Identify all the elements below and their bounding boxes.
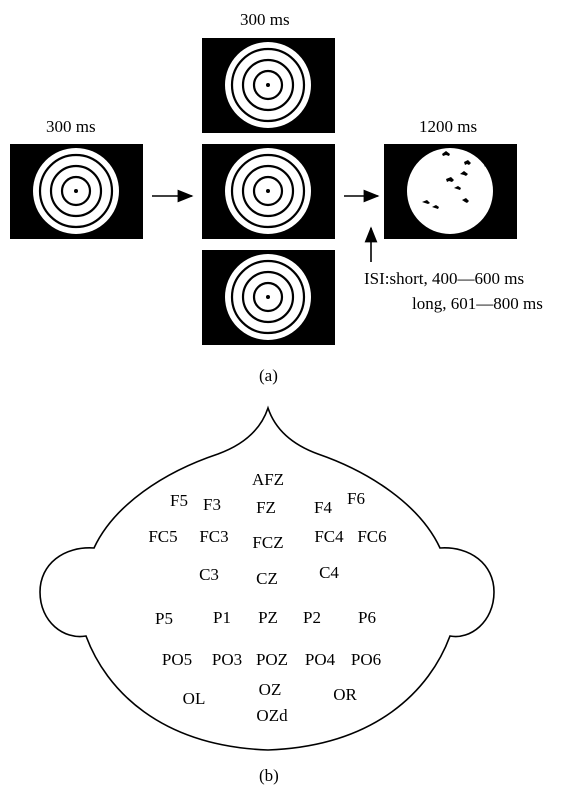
duration-label-first: 300 ms: [46, 117, 96, 136]
electrode-f4: F4: [314, 498, 332, 517]
electrode-c3: C3: [199, 565, 219, 584]
stimulus-screen-scattered: [384, 144, 517, 239]
electrode-po3: PO3: [211, 650, 243, 669]
electrode-fz: FZ: [256, 498, 276, 517]
concentric-target-icon: [225, 254, 311, 340]
electrode-fc5: FC5: [148, 527, 178, 546]
electrode-p5: P5: [155, 609, 173, 628]
duration-label-second: 300 ms: [240, 10, 290, 29]
stimulus-screen-first: [10, 144, 143, 239]
concentric-target-icon: [225, 42, 311, 128]
duration-label-third: 1200 ms: [419, 117, 478, 136]
stimulus-screen-top: [202, 38, 335, 133]
electrode-fcz: FCZ: [252, 533, 284, 552]
electrode-c4: C4: [319, 563, 339, 582]
electrode-poz: POZ: [255, 650, 289, 669]
electrode-ozd: OZd: [256, 706, 288, 725]
electrode-fc3: FC3: [199, 527, 229, 546]
electrode-oz: OZ: [258, 680, 282, 699]
electrode-f3: F3: [203, 495, 221, 514]
electrode-pz: PZ: [258, 608, 278, 627]
electrode-po6: PO6: [350, 650, 382, 669]
electrode-po4: PO4: [304, 650, 336, 669]
electrode-afz: AFZ: [251, 470, 285, 489]
caption-a: (a): [259, 366, 278, 385]
electrode-po5: PO5: [161, 650, 193, 669]
caption-b: (b): [259, 766, 279, 785]
electrode-f5: F5: [170, 491, 188, 510]
concentric-target-icon: [33, 148, 119, 234]
electrode-p2: P2: [303, 608, 321, 627]
electrode-ol: OL: [182, 689, 206, 708]
electrode-p1: P1: [213, 608, 231, 627]
isi-label-short: ISI:short, 400—600 ms: [364, 269, 525, 288]
electrode-fc6: FC6: [357, 527, 387, 546]
electrode-or: OR: [333, 685, 357, 704]
electrode-cz: CZ: [256, 569, 278, 588]
stimulus-screen-bottom: [202, 250, 335, 345]
electrode-p6: P6: [358, 608, 376, 627]
electrode-fc4: FC4: [314, 527, 344, 546]
electrode-f6: F6: [347, 489, 365, 508]
fragmented-target-icon: [407, 148, 493, 234]
stimulus-screen-middle: [202, 144, 335, 239]
concentric-target-icon: [225, 148, 311, 234]
isi-label-long: long, 601—800 ms: [412, 294, 543, 313]
